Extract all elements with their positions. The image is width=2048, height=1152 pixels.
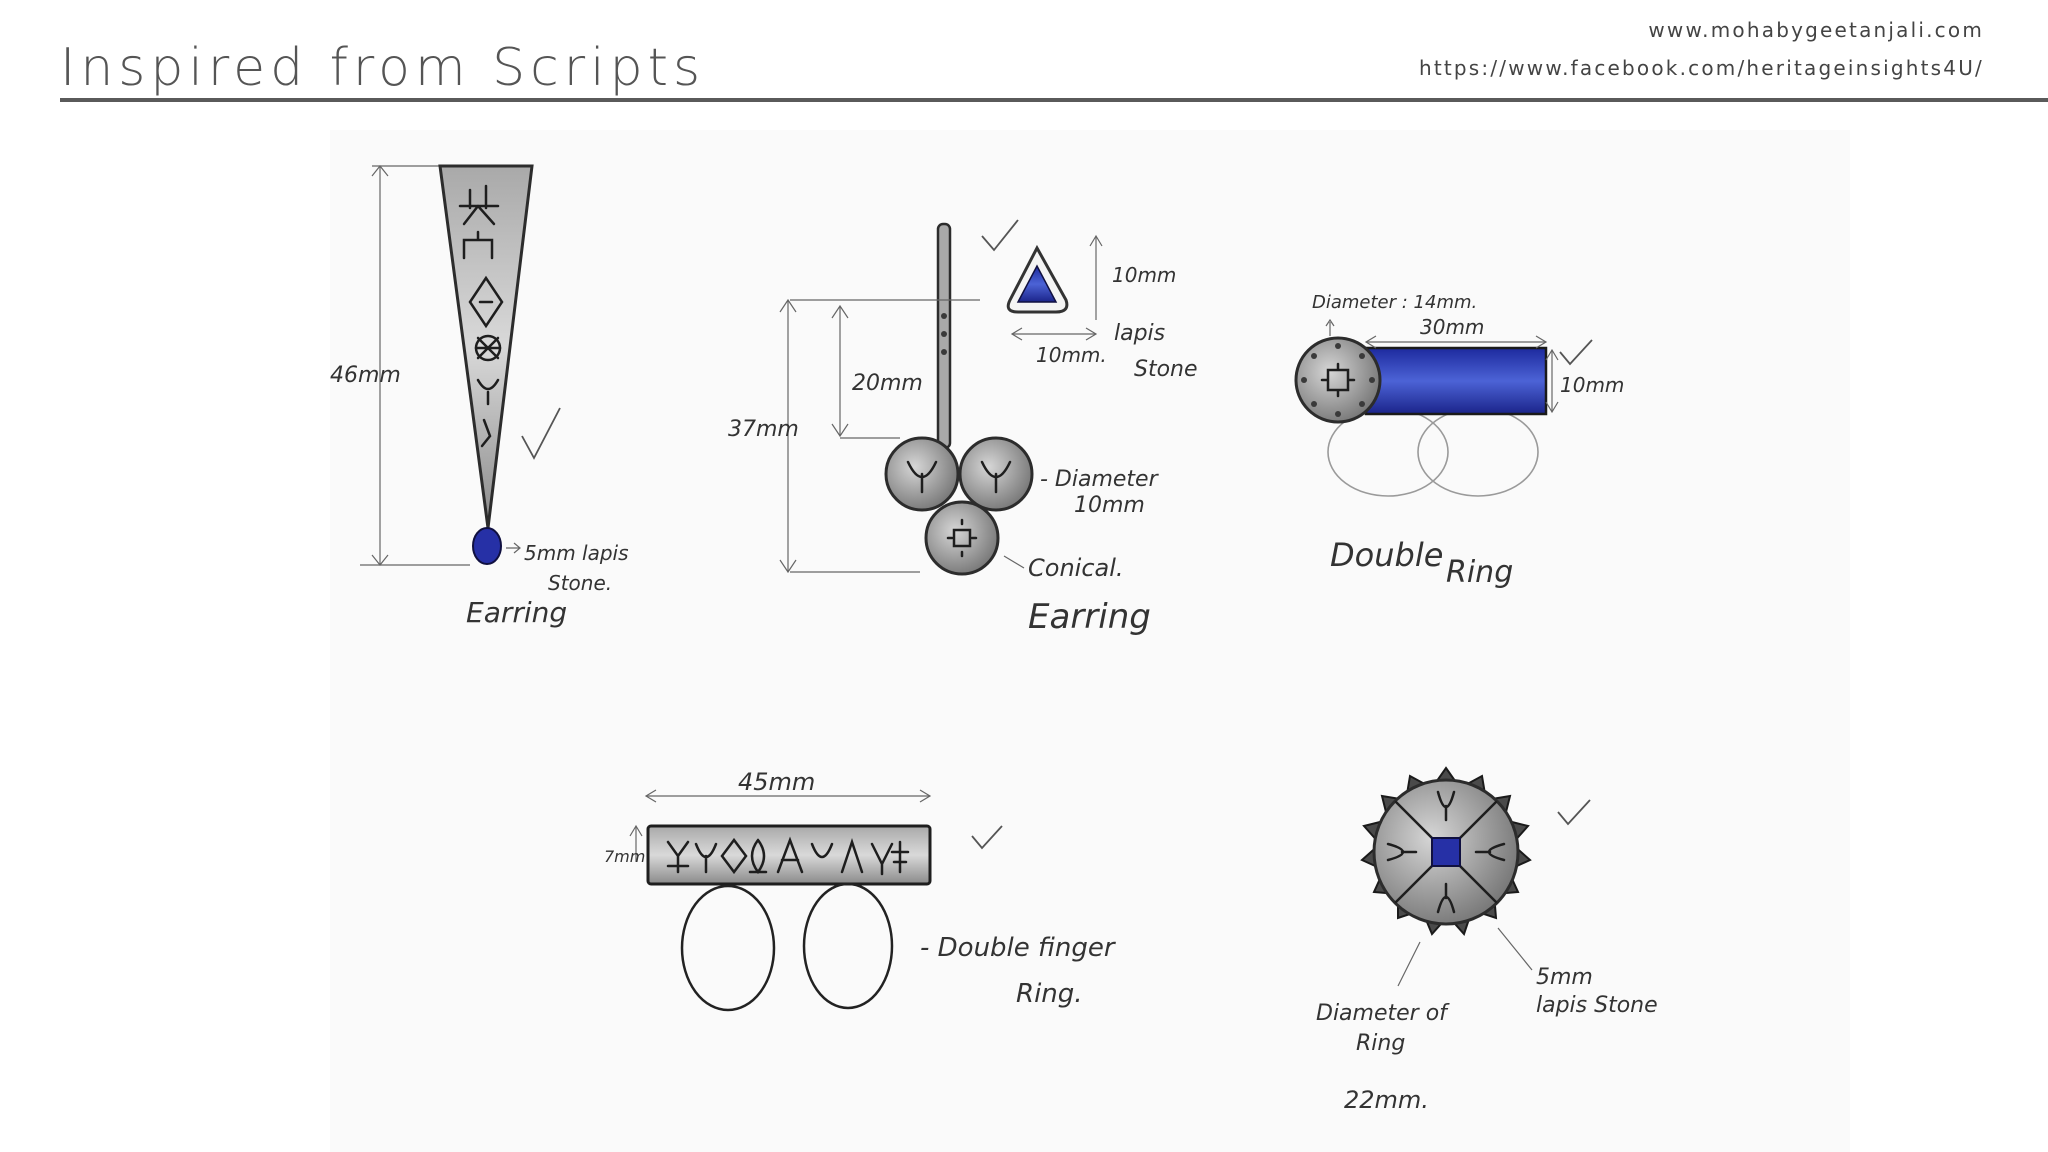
earring1-height-label: 46mm — [330, 363, 401, 388]
ring1-caption-2: Ring — [1446, 555, 1513, 590]
ring3-size-label: 22mm. — [1344, 1086, 1429, 1114]
ring1-length-label: 30mm — [1420, 315, 1484, 339]
ring1-height-label: 10mm — [1560, 373, 1624, 397]
earring1-stone-label: 5mm lapis — [524, 541, 629, 565]
ring2-height-label: 7mm — [604, 847, 645, 866]
round-ring-sketch: 5mm lapis Stone Diameter of Ring 22mm. — [1316, 766, 1658, 1114]
earring2-upper-length: 20mm — [852, 371, 923, 396]
earring2-diameter-label: - Diameter — [1040, 467, 1160, 492]
earring-triangle-sketch: 46mm 5mm lapis Stone. Earring — [330, 164, 629, 629]
website-link[interactable]: www.mohabygeetanjali.com — [1648, 18, 1984, 42]
ring3-stone-label: 5mm — [1536, 965, 1593, 990]
ring1-diameter-label: Diameter : 14mm. — [1312, 292, 1477, 313]
slide-title: Inspired from Scripts — [60, 38, 706, 98]
ring2-length-label: 45mm — [738, 768, 815, 796]
earring-discs-sketch: 10mm 10mm. lapis Stone 20mm 37mm - Diame… — [728, 219, 1198, 637]
ring3-diameter-label: Diameter of — [1316, 1001, 1450, 1026]
earring2-total-length: 37mm — [728, 417, 799, 442]
earring2-stone-label: lapis — [1114, 321, 1165, 346]
double-ring-lapis-sketch: Diameter : 14mm. 30mm 10mm Double Ring — [1294, 292, 1624, 590]
earring2-conical-label: Conical. — [1028, 554, 1124, 582]
earring2-caption: Earring — [1028, 597, 1151, 637]
ring3-stone-label-2: lapis Stone — [1536, 993, 1658, 1018]
earring2-diameter-label-2: 10mm — [1074, 493, 1145, 518]
sketch-paper — [330, 130, 1850, 1152]
ring3-diameter-label-2: Ring — [1356, 1031, 1405, 1056]
double-finger-ring-sketch: 45mm 7mm - Double finger Ring. — [604, 768, 1117, 1012]
ring1-caption: Double — [1330, 536, 1443, 574]
earring2-triangle-width: 10mm. — [1036, 343, 1107, 367]
earring2-triangle-height: 10mm — [1112, 263, 1176, 287]
ring2-caption-2: Ring. — [1016, 979, 1083, 1009]
earring1-caption: Earring — [466, 596, 567, 629]
earring1-stone-label-2: Stone. — [548, 571, 612, 595]
earring2-stone-label-2: Stone — [1134, 357, 1198, 382]
ring2-caption: - Double finger — [920, 933, 1117, 963]
facebook-link[interactable]: https://www.facebook.com/heritageinsight… — [1418, 56, 1984, 80]
title-divider — [60, 98, 2048, 102]
